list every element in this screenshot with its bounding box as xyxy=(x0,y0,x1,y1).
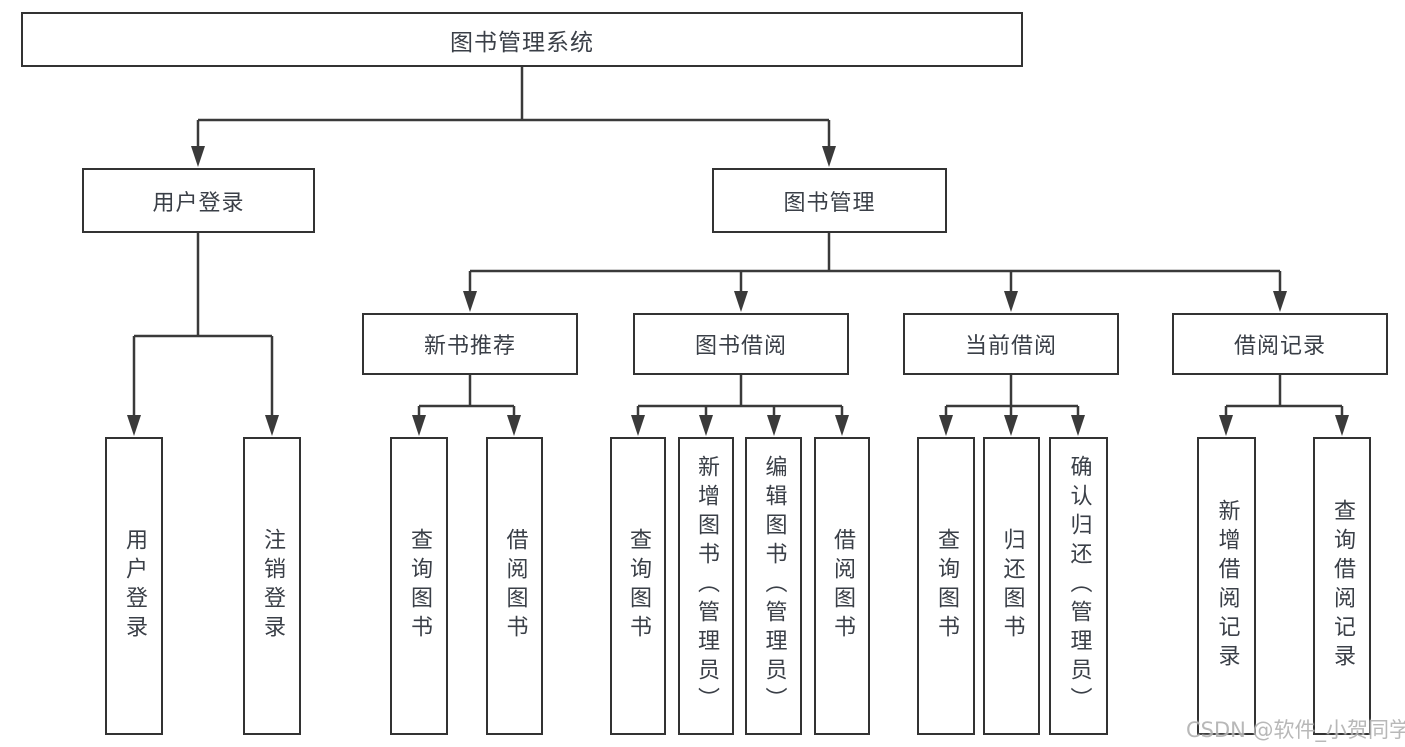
leaf-edit-books-admin: 编辑图书（管理员） xyxy=(745,437,802,735)
node-current-borrow: 当前借阅 xyxy=(903,313,1119,375)
node-label: 借阅记录 xyxy=(1233,334,1326,359)
leaf-query-borrow-record: 查询借阅记录 xyxy=(1313,437,1371,735)
leaf-query-books-recommend: 查询图书 xyxy=(390,437,448,735)
node-label: 图书管理系统 xyxy=(450,29,594,56)
leaf-confirm-return-admin: 确认归还（管理员） xyxy=(1049,437,1108,735)
leaf-label: 新增图书（管理员） xyxy=(694,455,719,717)
leaf-label: 编辑图书（管理员） xyxy=(761,455,787,717)
node-book-borrow: 图书借阅 xyxy=(633,313,849,375)
node-new-book-recommend: 新书推荐 xyxy=(362,313,578,375)
leaf-query-books-current: 查询图书 xyxy=(917,437,975,735)
leaf-label: 借阅图书 xyxy=(502,527,528,645)
leaf-label: 确认归还（管理员） xyxy=(1066,455,1092,717)
leaf-label: 归还图书 xyxy=(999,527,1025,645)
node-borrow-records: 借阅记录 xyxy=(1172,313,1388,375)
node-label: 新书推荐 xyxy=(423,334,516,359)
leaf-label: 查询借阅记录 xyxy=(1330,498,1355,674)
node-label: 当前借阅 xyxy=(964,334,1057,359)
node-book-management: 图书管理 xyxy=(712,168,947,233)
node-label: 图书借阅 xyxy=(694,334,787,359)
leaf-label: 查询图书 xyxy=(407,527,432,645)
leaf-label: 借阅图书 xyxy=(830,527,855,645)
node-user-login: 用户登录 xyxy=(82,168,315,233)
node-label: 用户登录 xyxy=(152,190,245,216)
leaf-user-login: 用户登录 xyxy=(105,437,163,735)
leaf-label: 用户登录 xyxy=(122,527,147,645)
leaf-query-books-borrow: 查询图书 xyxy=(610,437,666,735)
leaf-borrow-books: 借阅图书 xyxy=(814,437,870,735)
leaf-label: 查询图书 xyxy=(626,527,651,645)
leaf-logout: 注销登录 xyxy=(243,437,301,735)
leaf-add-borrow-record: 新增借阅记录 xyxy=(1197,437,1256,735)
leaf-label: 新增借阅记录 xyxy=(1214,498,1240,674)
leaf-label: 查询图书 xyxy=(934,527,959,645)
node-label: 图书管理 xyxy=(783,190,876,216)
leaf-borrow-books-recommend: 借阅图书 xyxy=(486,437,543,735)
csdn-watermark: CSDN @软件_小贺同学 xyxy=(1186,718,1405,742)
leaf-label: 注销登录 xyxy=(260,527,285,645)
node-library-system: 图书管理系统 xyxy=(21,12,1023,67)
leaf-add-books-admin: 新增图书（管理员） xyxy=(678,437,734,735)
leaf-return-books: 归还图书 xyxy=(983,437,1040,735)
